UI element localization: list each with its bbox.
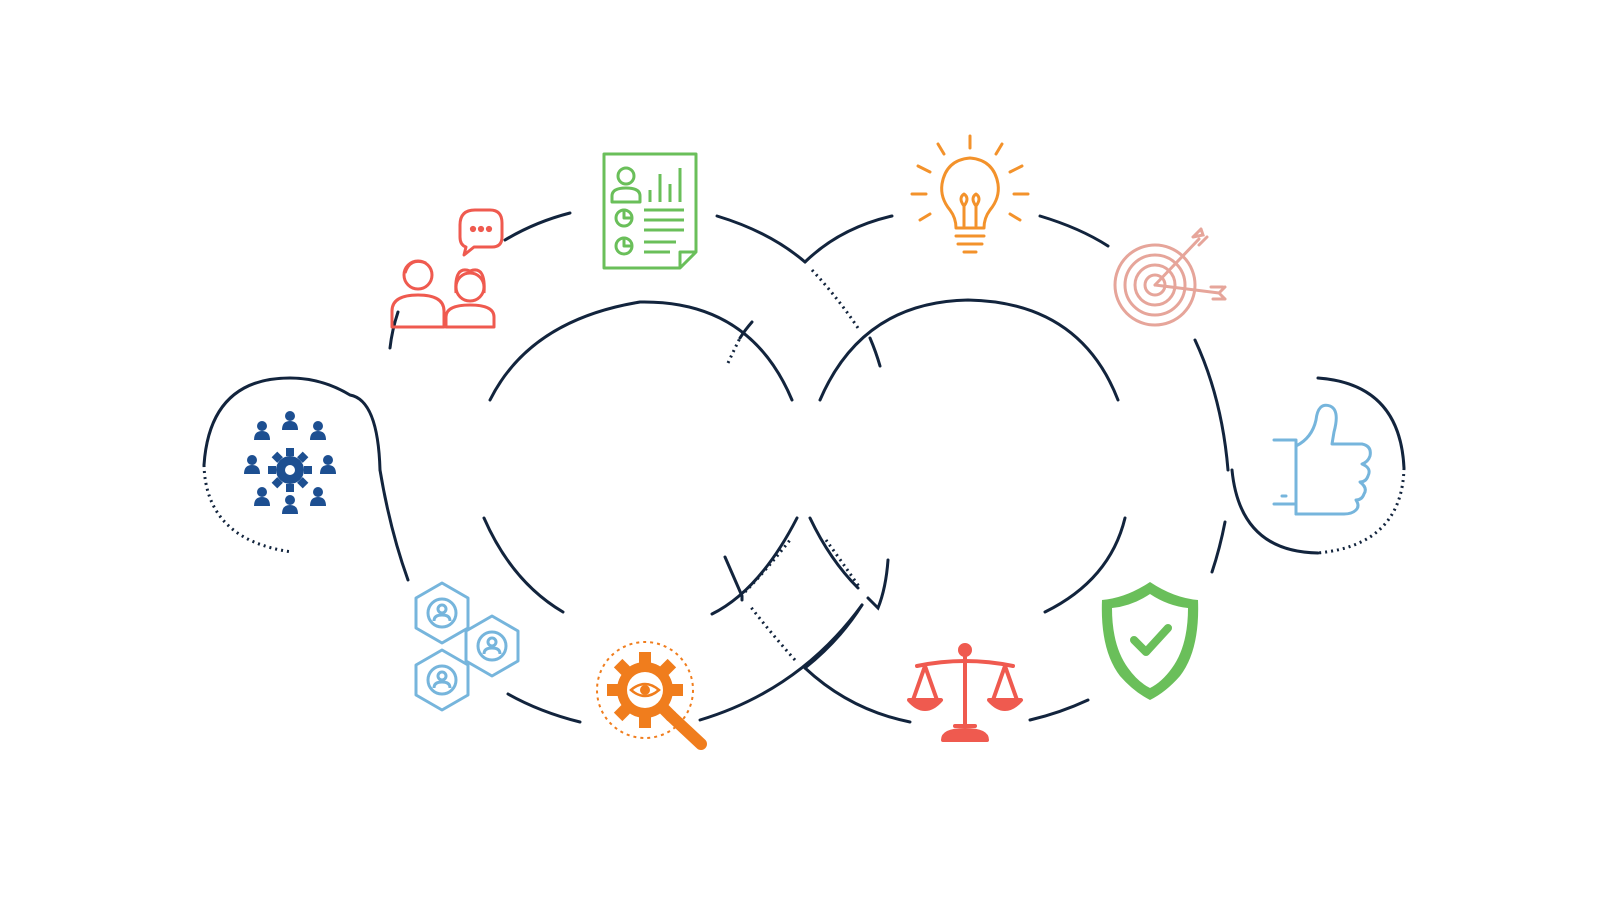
inner-right-top-arc xyxy=(818,298,1120,402)
inner-left-dotted-bottom xyxy=(743,539,792,594)
outer-arc-cross-top xyxy=(868,336,882,368)
outer-arc-top-right xyxy=(1038,214,1110,248)
gear-eye-magnifier-icon xyxy=(596,641,707,750)
outer-arc-right-lower xyxy=(1210,520,1227,574)
lightbulb-icon xyxy=(910,134,1030,254)
left-loop-solid xyxy=(202,376,382,472)
hexagon-people-icon xyxy=(414,581,520,712)
inner-left-bottom-arc xyxy=(482,516,565,614)
outer-arc-top-center-right xyxy=(803,214,894,264)
right-loop-solid-top xyxy=(1316,376,1406,470)
report-document-icon xyxy=(602,152,698,270)
inner-right-bottom-arc xyxy=(1043,516,1127,614)
team-gear-icon xyxy=(244,411,336,514)
inner-left-bottom-right-arc xyxy=(710,516,799,616)
outer-path xyxy=(378,211,1230,724)
inner-right-dotted-bottom xyxy=(824,539,862,589)
thumbs-up-icon xyxy=(1272,403,1372,516)
outer-arc-bottom-left xyxy=(506,692,582,724)
outer-arc-bottom-center-right xyxy=(803,666,912,724)
right-side-loop xyxy=(1230,376,1406,555)
inner-left-notch-top xyxy=(738,320,754,340)
inner-right-notch-bottom xyxy=(866,558,890,611)
outer-arc-bottom-center-left xyxy=(698,603,864,722)
inner-left-notch-bottom xyxy=(723,555,744,602)
inner-right-bottom-left-arc xyxy=(808,516,860,590)
outer-arc-top-center-left xyxy=(715,214,807,264)
left-side-loop xyxy=(202,376,382,554)
outer-arc-bottom-right xyxy=(1028,698,1090,722)
balance-scales-icon xyxy=(907,643,1023,742)
outer-arc-right-upper xyxy=(1193,338,1230,472)
outer-arc-left-top xyxy=(388,310,400,350)
outer-dotted-cross-left xyxy=(810,268,860,329)
inner-right-loop xyxy=(808,298,1127,614)
inner-left-dotted-top xyxy=(726,337,742,364)
right-loop-solid-bottom xyxy=(1230,468,1320,555)
target-arrows-icon xyxy=(1113,227,1227,327)
outer-arc-top-left xyxy=(503,211,572,242)
inner-left-loop xyxy=(482,300,799,616)
shield-check-icon xyxy=(1101,582,1199,700)
inner-left-top-arc xyxy=(488,300,794,402)
outer-arc-left-lower xyxy=(378,468,410,582)
outer-dotted-cross-bottom xyxy=(748,605,797,661)
people-chat-icon xyxy=(390,208,504,329)
